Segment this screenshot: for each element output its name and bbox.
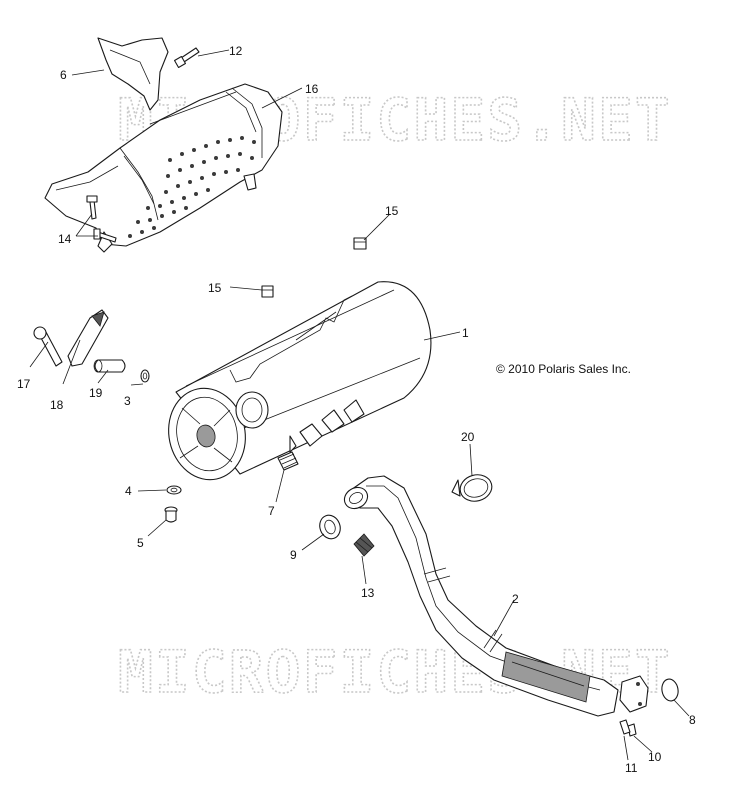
callout-19: 19 [89,386,103,400]
part-5-grommet[interactable] [164,506,178,523]
part-7-spring[interactable] [277,451,299,471]
part-19-spacer[interactable] [93,359,126,373]
copyright-notice: © 2010 Polaris Sales Inc. [496,362,631,376]
part-15-clip-a[interactable] [353,237,367,250]
part-17-bolt[interactable] [33,326,63,367]
callout-11: 11 [625,761,638,775]
part-11-stud[interactable] [619,719,631,735]
part-12-screw[interactable] [173,47,200,69]
part-18-bracket[interactable] [67,309,109,367]
part-16-heat-shield[interactable] [44,83,283,253]
part-6-heat-shield-bracket[interactable] [97,37,169,111]
part-20-clamp[interactable] [451,471,495,504]
callout-8: 8 [689,713,696,727]
callout-6: 6 [60,68,67,82]
leader-lines [29,49,690,761]
part-4-washer[interactable] [166,485,182,495]
part-8-gasket[interactable] [660,678,680,702]
callout-18: 18 [50,398,64,412]
heat-shield-perforations [128,136,256,238]
callout-20: 20 [461,430,475,444]
callout-17: 17 [17,377,31,391]
callout-13: 13 [361,586,375,600]
part-9-gasket[interactable] [316,512,343,541]
callout-2: 2 [512,592,519,606]
callout-15-top: 15 [385,204,399,218]
callout-12: 12 [229,44,243,58]
callout-3: 3 [124,394,131,408]
part-3-washer[interactable] [140,369,150,383]
part-2-head-pipe[interactable] [341,475,649,717]
callout-10: 10 [648,750,662,764]
callout-15-mid: 15 [208,281,222,295]
callout-5: 5 [137,536,144,550]
part-15-clip-b[interactable] [261,285,274,298]
callout-9: 9 [290,548,297,562]
callout-7: 7 [268,504,275,518]
part-1-muffler[interactable] [160,281,432,487]
part-13-spring[interactable] [353,533,375,557]
callout-14: 14 [58,232,72,246]
callout-16: 16 [305,82,319,96]
callout-labels: 12 6 16 14 15 15 1 17 18 19 3 4 5 7 9 13… [17,44,696,775]
part-14-bolts[interactable] [86,195,117,243]
callout-1: 1 [462,326,469,340]
callout-4: 4 [125,484,132,498]
